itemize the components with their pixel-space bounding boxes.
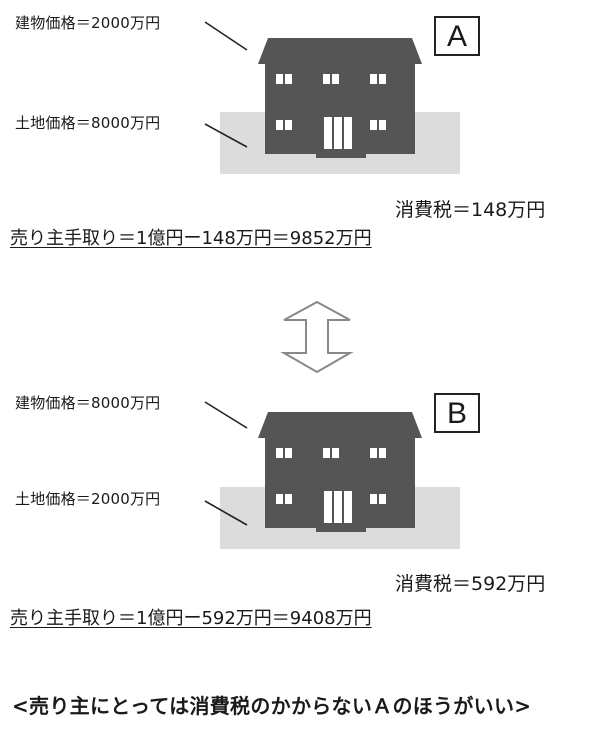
scenario-b-illustration — [204, 401, 460, 549]
building-leader-line — [204, 401, 248, 429]
building-price-label: 建物価格＝2000万円 — [15, 14, 161, 32]
land-leader-line — [204, 123, 248, 148]
scenario-a-illustration — [204, 21, 460, 174]
scenario-a-tag: A — [434, 16, 480, 56]
land-leader-line — [204, 500, 248, 526]
land-price-label: 土地価格＝8000万円 — [15, 114, 161, 132]
land-price-label: 土地価格＝2000万円 — [15, 490, 161, 508]
building-price-label: 建物価格＝8000万円 — [15, 394, 161, 412]
conclusion-text: <売り主にとっては消費税のかからないＡのほうがいい> — [12, 694, 532, 718]
house-icon — [258, 38, 422, 158]
seller-proceeds: 売り主手取り＝1億円ー148万円＝9852万円 — [10, 228, 372, 249]
house-icon — [258, 412, 422, 532]
scenario-b-tag: B — [434, 393, 480, 433]
building-leader-line — [204, 21, 248, 51]
consumption-tax: 消費税＝592万円 — [395, 573, 546, 595]
consumption-tax: 消費税＝148万円 — [395, 199, 546, 221]
scenario-a: A 建物価格＝2000万円 土地価格＝8000万円 消費税＝148万円 売り主手… — [0, 0, 600, 250]
scenario-b: B 建物価格＝8000万円 土地価格＝2000万円 消費税＝592万円 売り主手… — [0, 380, 600, 640]
seller-proceeds: 売り主手取り＝1億円ー592万円＝9408万円 — [10, 608, 372, 629]
